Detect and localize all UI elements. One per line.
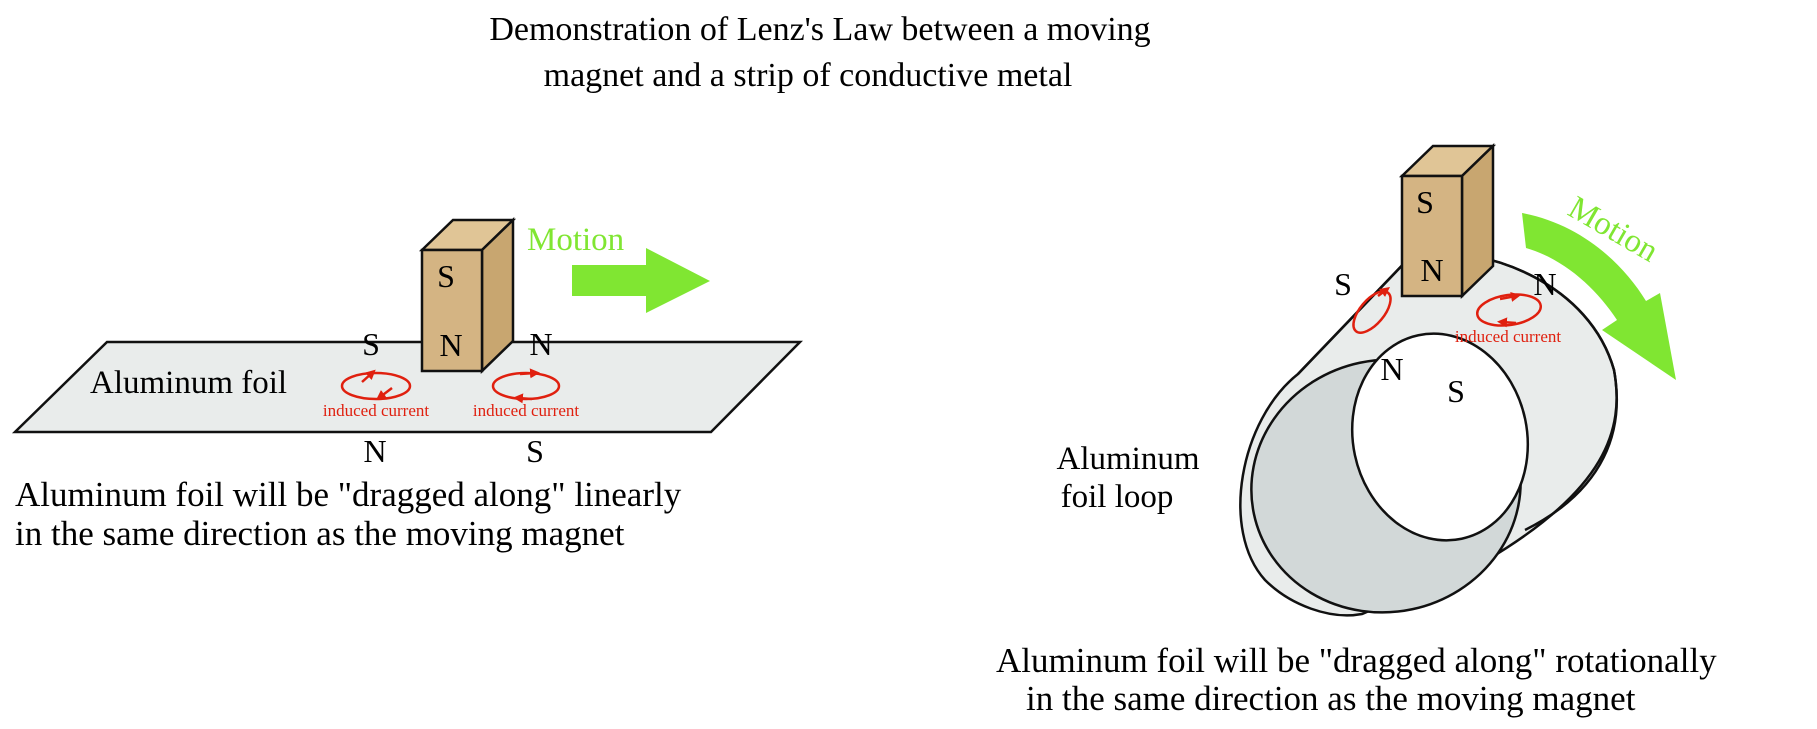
aluminum-foil-loop-opening <box>1350 332 1530 542</box>
induced-pole-right-top: N <box>529 326 552 362</box>
induced-pole-inner-right: S <box>1447 373 1465 409</box>
induced-pole-left-bottom: N <box>363 433 386 469</box>
magnet-rotational: S N <box>1398 143 1497 299</box>
linear-caption-line-1: Aluminum foil will be "dragged along" li… <box>15 475 682 514</box>
aluminum-foil-sheet <box>11 340 803 434</box>
induced-pole-right-bottom: S <box>526 433 544 469</box>
title-line-1: Demonstration of Lenz's Law between a mo… <box>489 11 1150 48</box>
induced-current-label-left: induced current <box>323 401 429 420</box>
magnet-pole-n: N <box>439 327 462 363</box>
induced-pole-right-outer: N <box>1533 266 1556 302</box>
induced-current-loop-left <box>340 369 412 401</box>
magnet-pole-s-rot: S <box>1416 184 1434 220</box>
rotational-demo: S N Motion S N N S induced current Alumi… <box>996 143 1717 718</box>
foil-label: Aluminum foil <box>90 365 287 401</box>
induced-pole-left-top: S <box>362 326 380 362</box>
magnet-pole-s: S <box>437 258 455 294</box>
induced-current-label-right: induced current <box>473 401 579 420</box>
induced-current-loop-rot-right <box>1475 292 1543 328</box>
induced-pole-inner-left: N <box>1380 351 1403 387</box>
induced-current-label-rot: induced current <box>1455 327 1561 346</box>
title-line-2: magnet and a strip of conductive metal <box>544 57 1073 94</box>
linear-caption-line-2: in the same direction as the moving magn… <box>15 514 625 553</box>
magnet-linear: S N <box>418 217 517 374</box>
linear-demo: S N Motion Aluminum foil S N N S induced… <box>11 217 803 553</box>
motion-label: Motion <box>527 222 624 258</box>
magnet-pole-n-rot: N <box>1420 252 1443 288</box>
rotational-caption-line-2: in the same direction as the moving magn… <box>1026 679 1636 718</box>
rotational-caption-line-1: Aluminum foil will be "dragged along" ro… <box>996 641 1717 680</box>
induced-current-loop-right <box>491 368 561 404</box>
motion-arrow-curved <box>1522 213 1676 380</box>
foil-loop-label-line-2: foil loop <box>1061 479 1174 515</box>
foil-loop-label-line-1: Aluminum <box>1056 441 1199 477</box>
induced-pole-left-outer: S <box>1334 266 1352 302</box>
motion-arrow <box>572 248 710 313</box>
induced-current-loop-rot-left <box>1352 287 1392 334</box>
